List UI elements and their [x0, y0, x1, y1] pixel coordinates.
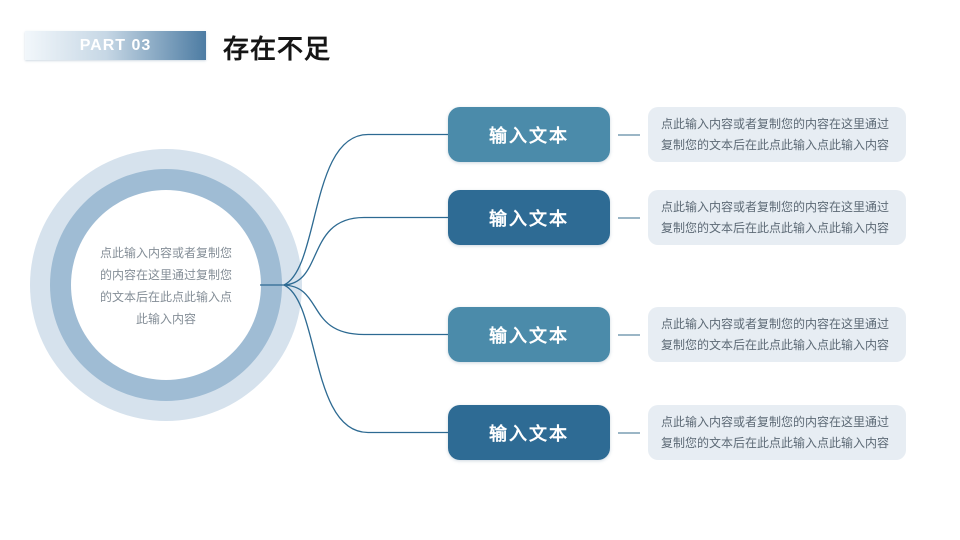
description-box-4: 点此输入内容或者复制您的内容在这里通过复制您的文本后在此点此输入点此输入内容	[648, 405, 906, 460]
connector-branch-4	[283, 284, 448, 434]
connector-branch-3	[283, 284, 448, 336]
description-text: 点此输入内容或者复制您的内容在这里通过复制您的文本后在此点此输入点此输入内容	[661, 414, 890, 450]
dash-wrap	[610, 405, 648, 460]
dash-wrap	[610, 307, 648, 362]
dash-wrap	[610, 190, 648, 245]
part-label: PART 03	[79, 36, 152, 54]
description-text: 点此输入内容或者复制您的内容在这里通过复制您的文本后在此点此输入点此输入内容	[661, 199, 890, 235]
input-text-button-1[interactable]: 输入文本	[448, 107, 610, 162]
circle-ring-inner	[71, 190, 261, 380]
description-box-2: 点此输入内容或者复制您的内容在这里通过复制您的文本后在此点此输入点此输入内容	[648, 190, 906, 245]
dash-wrap	[610, 107, 648, 162]
dash-connector	[618, 431, 640, 434]
connector-branch-2	[283, 216, 448, 286]
circle-placeholder-text: 点此输入内容或者复制您的内容在这里通过复制您的文本后在此点此输入点此输入内容	[99, 246, 232, 326]
branch-row: 输入文本 点此输入内容或者复制您的内容在这里通过复制您的文本后在此点此输入点此输…	[448, 107, 906, 162]
dash-connector	[618, 133, 640, 136]
part-banner: PART 03	[25, 31, 206, 60]
connector-branch-1	[283, 133, 448, 286]
description-box-3: 点此输入内容或者复制您的内容在这里通过复制您的文本后在此点此输入点此输入内容	[648, 307, 906, 362]
branch-row: 输入文本 点此输入内容或者复制您的内容在这里通过复制您的文本后在此点此输入点此输…	[448, 190, 906, 245]
page-title: 存在不足	[223, 34, 332, 64]
dash-connector	[618, 333, 640, 336]
dash-connector	[618, 216, 640, 219]
description-box-1: 点此输入内容或者复制您的内容在这里通过复制您的文本后在此点此输入点此输入内容	[648, 107, 906, 162]
branch-row: 输入文本 点此输入内容或者复制您的内容在这里通过复制您的文本后在此点此输入点此输…	[448, 405, 906, 460]
branch-row: 输入文本 点此输入内容或者复制您的内容在这里通过复制您的文本后在此点此输入点此输…	[448, 307, 906, 362]
input-text-button-3[interactable]: 输入文本	[448, 307, 610, 362]
description-text: 点此输入内容或者复制您的内容在这里通过复制您的文本后在此点此输入点此输入内容	[661, 116, 890, 152]
input-text-button-2[interactable]: 输入文本	[448, 190, 610, 245]
input-text-button-4[interactable]: 输入文本	[448, 405, 610, 460]
description-text: 点此输入内容或者复制您的内容在这里通过复制您的文本后在此点此输入点此输入内容	[661, 316, 890, 352]
